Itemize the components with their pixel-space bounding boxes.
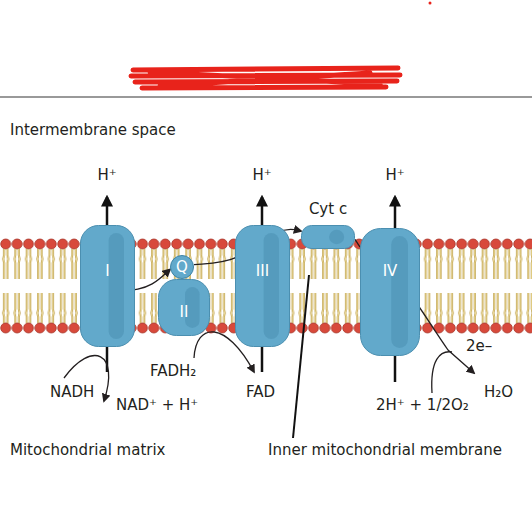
molecule-label: 2H⁺ + 1/2O₂	[376, 396, 469, 414]
shape-shading	[329, 230, 344, 244]
node-label: Cyt c	[309, 200, 347, 218]
shape-fill	[302, 226, 355, 249]
node-label: III	[256, 262, 269, 280]
complex-box: I	[80, 225, 135, 347]
ubiquinone-circle: Q	[170, 255, 194, 279]
shape-shading	[391, 236, 408, 348]
leader-line	[293, 275, 309, 438]
red-dot	[429, 2, 432, 5]
proton-label: H⁺	[97, 166, 116, 184]
electron-label: 2e–	[466, 337, 492, 355]
shape-fill	[81, 226, 135, 347]
proton-label: H⁺	[252, 166, 271, 184]
fadh2-oxidation-arrow	[194, 332, 254, 372]
shape-outline	[80, 225, 135, 347]
complex-box: II	[158, 279, 210, 336]
divider-line	[0, 96, 532, 98]
region-label: Mitochondrial matrix	[10, 441, 166, 459]
node-label: II	[180, 303, 189, 321]
edge-group	[135, 229, 360, 289]
shape-fill	[236, 226, 290, 347]
region-label: Inner mitochondrial membrane	[268, 441, 502, 459]
shape-shading	[109, 233, 124, 339]
electron-connector	[135, 269, 170, 289]
molecule-label: FAD	[246, 383, 275, 401]
electron-connector	[355, 239, 360, 247]
shape-fill	[361, 229, 420, 356]
shape-shading	[264, 233, 279, 339]
region-label: Intermembrane space	[10, 121, 176, 139]
shape-outline	[301, 225, 355, 249]
shape-outline	[235, 225, 290, 347]
oxygen-path	[432, 352, 452, 393]
molecule-label: H₂O	[484, 383, 513, 401]
molecule-label: FADH₂	[150, 362, 196, 380]
proton-label: H⁺	[385, 166, 404, 184]
molecule-label: NAD⁺ + H⁺	[116, 396, 198, 414]
shape-outline	[360, 228, 420, 356]
complex-box: III	[235, 225, 290, 347]
shape-fill	[159, 280, 210, 336]
redaction-scribble	[131, 68, 400, 88]
node-label: I	[105, 262, 109, 280]
proton-arrow	[394, 197, 397, 382]
cytochrome-box: Cyt c	[301, 225, 355, 249]
complex-box: IV	[360, 228, 420, 356]
electron-connector	[194, 229, 301, 264]
shape-fill	[171, 256, 194, 279]
electron-path	[362, 248, 474, 373]
node-label: IV	[383, 262, 398, 280]
proton-arrow	[106, 197, 109, 372]
molecule-label: NADH	[50, 383, 94, 401]
proton-arrow	[261, 197, 264, 372]
node-label: Q	[176, 258, 188, 276]
